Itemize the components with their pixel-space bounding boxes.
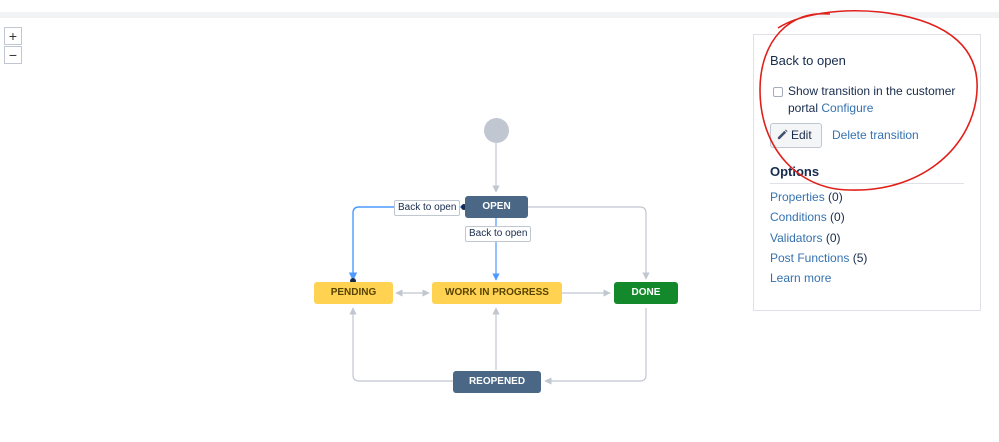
edit-button[interactable]: Edit bbox=[770, 123, 822, 148]
configure-link[interactable]: Configure bbox=[821, 101, 874, 115]
transition-label-back-to-open[interactable]: Back to open bbox=[394, 200, 461, 216]
panel-title: Back to open bbox=[770, 53, 846, 68]
edit-button-label: Edit bbox=[791, 128, 812, 142]
status-open[interactable]: OPEN bbox=[465, 196, 528, 218]
connector-open-done bbox=[528, 206, 650, 280]
option-learn-more: Learn more bbox=[770, 271, 831, 285]
option-conditions: Conditions (0) bbox=[770, 210, 845, 224]
top-strip bbox=[0, 12, 999, 18]
show-transition-label: Show transition in the customer portal C… bbox=[788, 83, 973, 117]
status-done[interactable]: DONE bbox=[614, 282, 678, 304]
transition-label-back-to-open-center[interactable]: Back to open bbox=[465, 226, 532, 242]
zoom-in-button[interactable]: + bbox=[4, 27, 22, 45]
status-work-in-progress[interactable]: WORK IN PROGRESS bbox=[432, 282, 562, 304]
connector-reopened-pending bbox=[349, 307, 453, 382]
option-post-functions: Post Functions (5) bbox=[770, 251, 867, 265]
validators-link[interactable]: Validators bbox=[770, 231, 823, 245]
properties-count: (0) bbox=[828, 190, 843, 204]
post-functions-count: (5) bbox=[852, 251, 868, 265]
connector-open-pending-selected bbox=[348, 206, 464, 281]
delete-transition-link[interactable]: Delete transition bbox=[832, 128, 919, 142]
options-divider bbox=[770, 183, 964, 184]
status-pending[interactable]: PENDING bbox=[314, 282, 393, 304]
conditions-link[interactable]: Conditions bbox=[770, 210, 827, 224]
options-heading: Options bbox=[770, 164, 820, 179]
transition-details-panel: Back to open Show transition in the cust… bbox=[753, 34, 981, 311]
start-node bbox=[484, 118, 509, 143]
properties-link[interactable]: Properties bbox=[770, 190, 825, 204]
post-functions-link[interactable]: Post Functions bbox=[770, 251, 850, 265]
connector-done-reopened bbox=[544, 308, 647, 385]
validators-count: (0) bbox=[825, 231, 841, 245]
zoom-out-button[interactable]: − bbox=[4, 46, 22, 64]
top-bar bbox=[0, 0, 999, 12]
status-reopened[interactable]: REOPENED bbox=[453, 371, 541, 393]
option-validators: Validators (0) bbox=[770, 231, 841, 245]
option-properties: Properties (0) bbox=[770, 190, 843, 204]
learn-more-link[interactable]: Learn more bbox=[770, 271, 832, 285]
pencil-icon bbox=[777, 129, 788, 140]
show-transition-checkbox[interactable] bbox=[773, 87, 783, 97]
conditions-count: (0) bbox=[830, 210, 845, 224]
